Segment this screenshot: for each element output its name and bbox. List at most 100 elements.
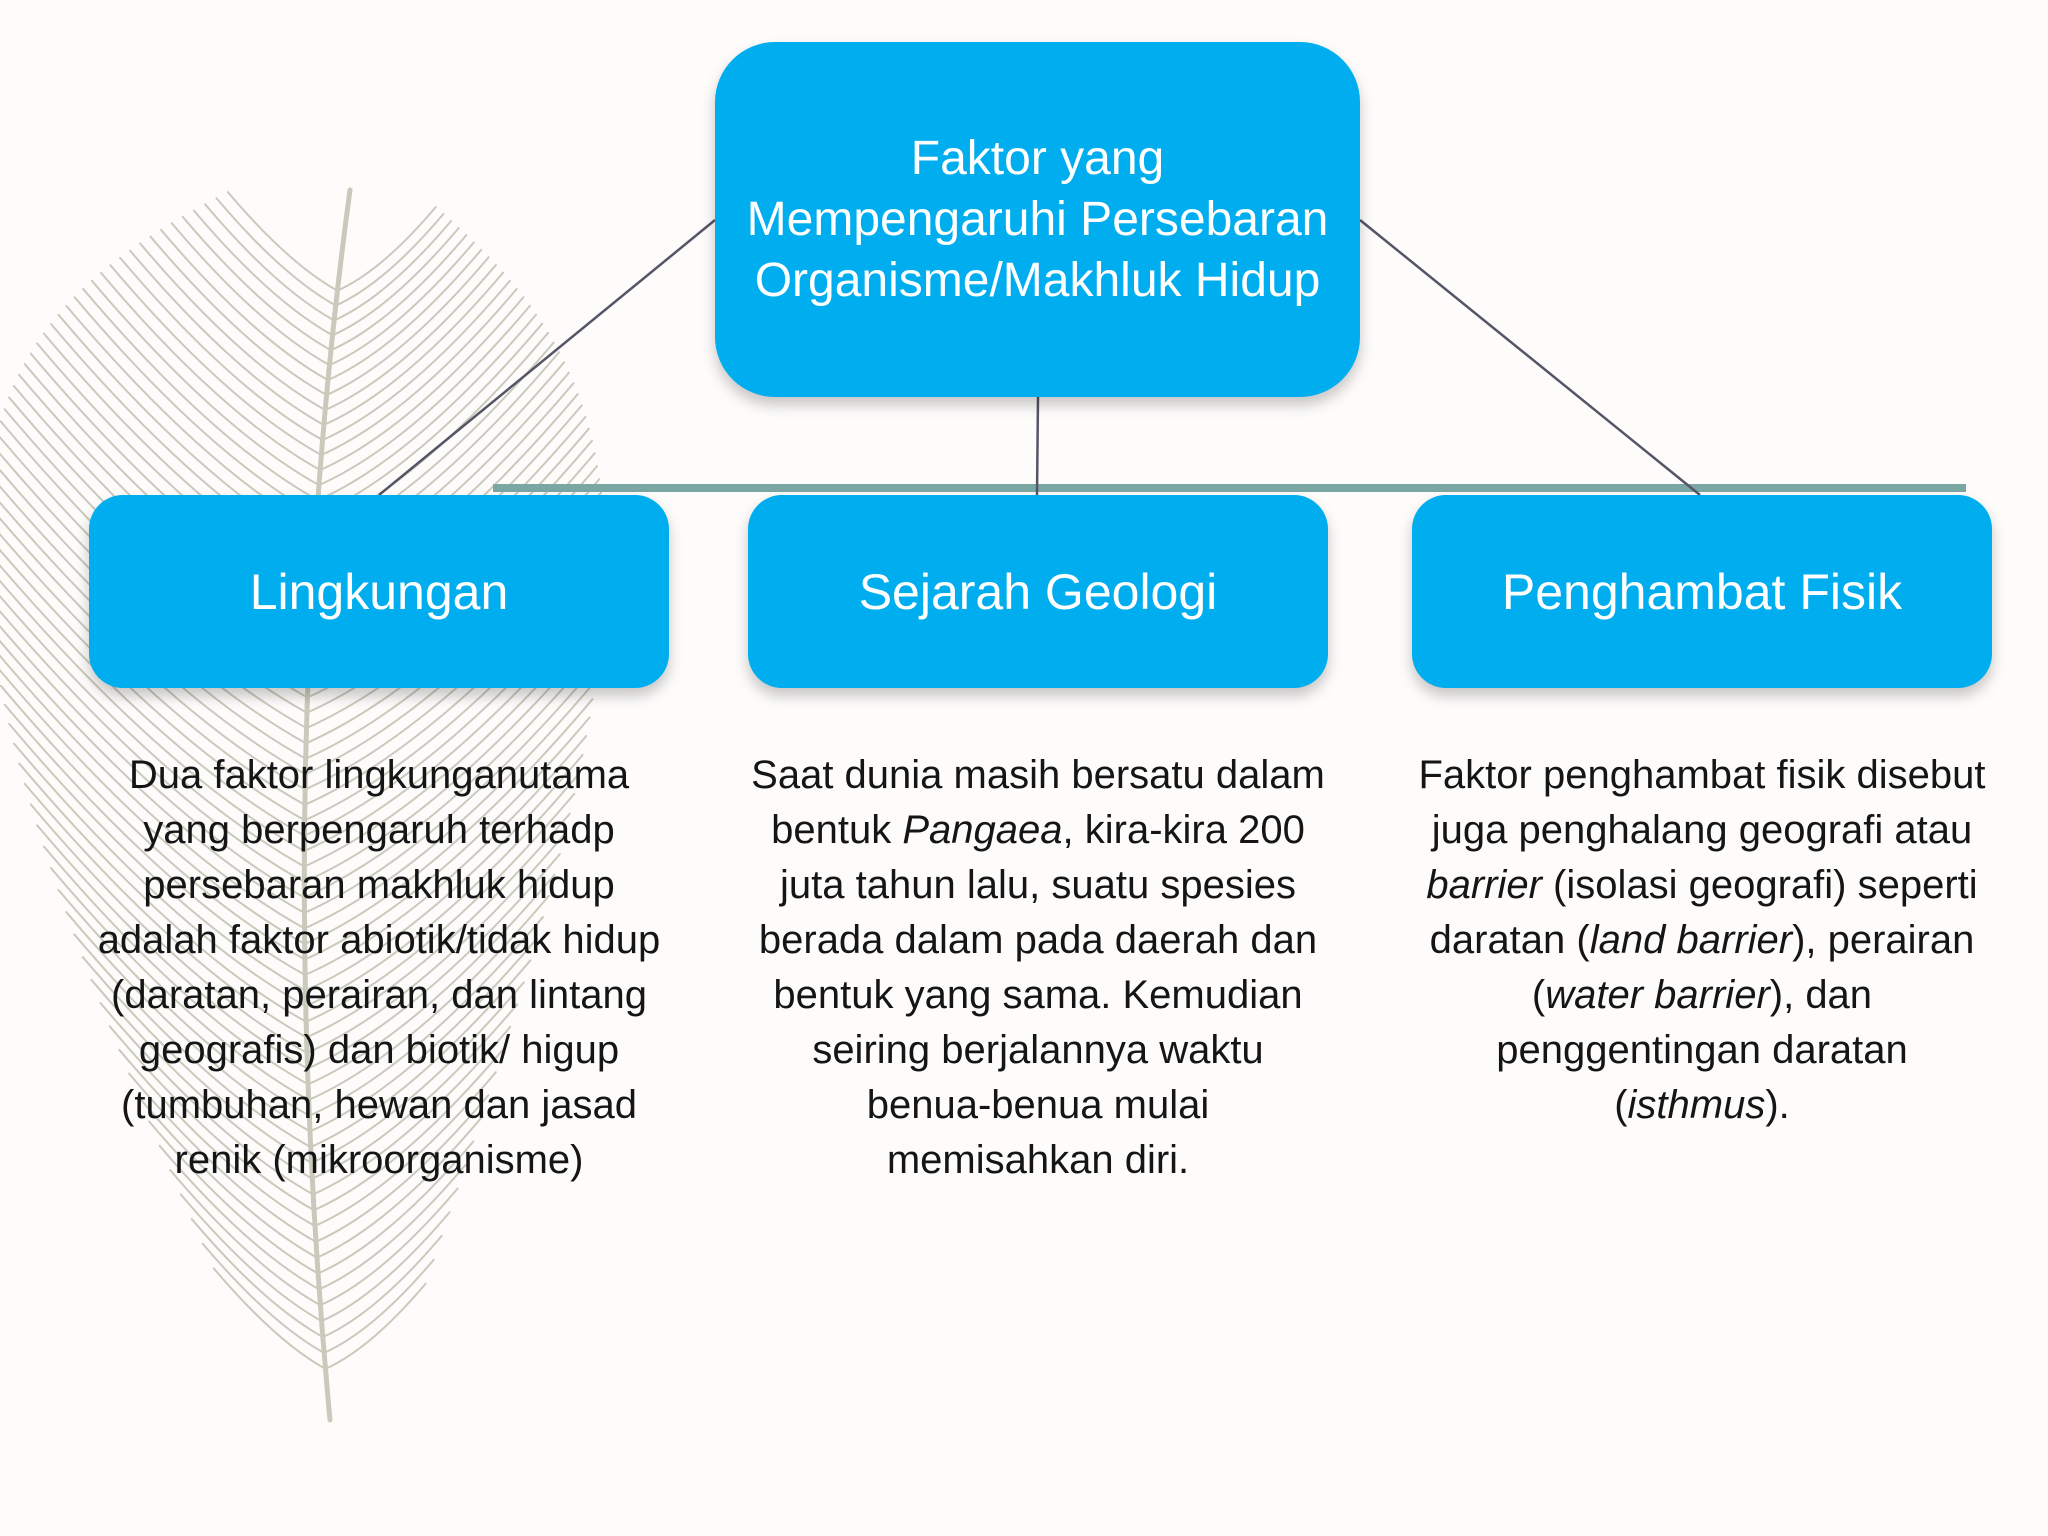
- feather-barb: [329, 234, 468, 352]
- description-text: (isolasi geografi) seperti daratan (: [1429, 863, 1978, 962]
- italic-term: Pangaea: [902, 808, 1063, 852]
- feather-barb: [0, 579, 306, 853]
- feather-barb: [0, 564, 306, 837]
- feather-barb: [303, 716, 591, 961]
- feather-barb: [318, 1163, 467, 1291]
- feather-barb: [137, 1096, 318, 1259]
- feather-barb: [321, 279, 511, 442]
- feather-barb: [334, 213, 445, 307]
- description-text: Saat dunia masih bersatu dalam bentuk: [751, 753, 1325, 852]
- node-lingkungan-title: Lingkungan: [249, 563, 509, 620]
- feather-barb: [316, 313, 538, 502]
- description-text: Faktor penghambat fisik disebut juga pen…: [1418, 753, 1986, 852]
- node-lingkungan: Lingkungan: [89, 495, 669, 688]
- feather-barb: [201, 1242, 326, 1354]
- feather-barb: [321, 1234, 443, 1339]
- feather-barb: [100, 271, 322, 472]
- feather-barb: [305, 792, 576, 1023]
- feather-barb: [303, 680, 597, 930]
- feather-barb: [18, 762, 308, 1023]
- feather-barb: [0, 548, 306, 822]
- feather-barb: [181, 215, 332, 352]
- feather-barb: [309, 959, 532, 1149]
- italic-term: isthmus: [1627, 1083, 1766, 1127]
- feather-barb: [317, 304, 531, 487]
- feather-barb: [8, 723, 307, 992]
- feather-barb: [148, 1120, 320, 1275]
- feather-barb: [57, 888, 311, 1117]
- feather-barb: [42, 845, 310, 1086]
- connector-to-sejarah-geologi: [1035, 396, 1040, 496]
- root-node-title: Faktor yang Mempengaruhi Persebaran Orga…: [746, 132, 1329, 307]
- description-sejarah-geologi: Saat dunia masih bersatu dalam bentuk Pa…: [748, 748, 1328, 1188]
- feather-barb: [65, 911, 311, 1133]
- feather-barb: [317, 1140, 475, 1275]
- feather-barb: [119, 256, 324, 442]
- feather-barb: [0, 594, 306, 868]
- feather-barb: [118, 1048, 316, 1227]
- connector-to-penghambat-fisik: [1359, 219, 1701, 496]
- feather-barb: [90, 978, 314, 1180]
- feather-barb: [0, 668, 306, 945]
- feather-barb: [128, 249, 325, 426]
- feather-barb: [307, 894, 550, 1101]
- feather-barb: [322, 271, 504, 426]
- feather-barb: [319, 296, 525, 472]
- description-text: ), dan penggentingan daratan (: [1496, 973, 1908, 1127]
- description-lingkungan: Dua faktor lingkunganutama yang berpenga…: [89, 748, 669, 1188]
- feather-barb: [324, 1282, 427, 1370]
- feather-barb: [13, 742, 307, 1008]
- feather-barb: [0, 609, 306, 883]
- connector-to-lingkungan: [378, 219, 716, 496]
- feather-barb: [73, 933, 312, 1149]
- feather-barb: [324, 263, 497, 412]
- feather-barb: [50, 867, 310, 1101]
- feather-barb: [312, 1025, 512, 1196]
- description-text: ), perairan (: [1531, 918, 1975, 1017]
- feather-barb: [306, 853, 561, 1070]
- italic-term: barrier: [1426, 863, 1542, 907]
- feather-barb: [303, 662, 599, 914]
- feather-barb: [313, 1071, 497, 1227]
- description-text: Dua faktor lingkunganutama yang berpenga…: [97, 753, 661, 1182]
- feather-barb: [0, 624, 306, 899]
- feather-barb: [23, 782, 308, 1039]
- feather-barb: [336, 206, 437, 292]
- feather-barb: [331, 227, 460, 337]
- feather-barb: [310, 981, 525, 1164]
- feather-barb: [320, 287, 518, 457]
- feather-barb: [0, 639, 306, 914]
- feather-barb: [304, 753, 584, 992]
- feather-barb: [320, 1211, 451, 1323]
- feather-barb: [325, 256, 490, 397]
- feather-barb: [81, 956, 313, 1164]
- feather-barb: [328, 241, 475, 367]
- feather-barb: [304, 735, 588, 977]
- feather-barb: [305, 812, 571, 1039]
- feather-barb: [307, 873, 556, 1086]
- feather-barb: [158, 1144, 321, 1291]
- feather-barb: [305, 832, 566, 1055]
- feather-barb: [204, 203, 336, 322]
- feather-barb: [90, 279, 320, 487]
- feather-barb: [0, 654, 306, 930]
- node-penghambat-fisik-title: Penghambat Fisik: [1501, 563, 1903, 620]
- feather-barb: [315, 1117, 482, 1259]
- feather-barb: [308, 937, 538, 1133]
- feather-barb: [308, 916, 544, 1117]
- feather-barb: [99, 1002, 315, 1196]
- feather-barb: [36, 824, 309, 1070]
- feather-barb: [149, 235, 328, 397]
- feather-barb: [139, 242, 327, 412]
- feather-barb: [179, 1193, 323, 1323]
- feather-barb: [29, 803, 308, 1055]
- feather-barb: [303, 698, 594, 945]
- feather-barb: [192, 209, 334, 337]
- feather-barb: [215, 197, 337, 307]
- feather-barb: [303, 645, 601, 899]
- feather-barb: [109, 264, 323, 457]
- italic-term: land barrier: [1589, 918, 1793, 962]
- node-sejarah-geologi-title: Sejarah Geologi: [858, 563, 1218, 620]
